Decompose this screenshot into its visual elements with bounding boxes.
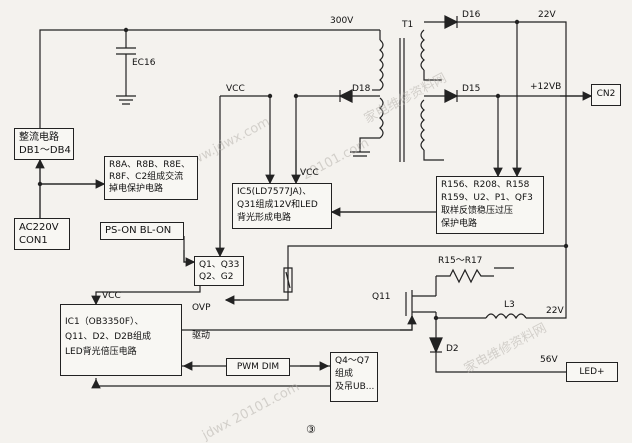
ac-protect-block: R8A、R8B、R8E、 R8F、C2组成交流 掉电保护电路 — [104, 156, 198, 200]
label-t1: T1 — [402, 20, 414, 30]
label-22v-top: 22V — [538, 10, 556, 20]
cn2-connector: CN2 — [591, 84, 621, 106]
feedback-line3: 取样反馈稳压过压 — [441, 206, 514, 216]
ps-on-block: PS-ON BL-ON — [100, 222, 184, 240]
rectifier-line2: DB1～DB4 — [19, 145, 71, 156]
q4-q7-line3: 及吊UB... — [335, 382, 375, 392]
label-r15-r17: R15～R17 — [438, 256, 483, 266]
figure-number: ③ — [306, 423, 316, 436]
label-vcc-c: VCC — [102, 291, 121, 301]
label-ovp: OVP — [192, 303, 211, 313]
ic1-line3: LED背光倍压电路 — [65, 347, 137, 357]
label-q11: Q11 — [372, 292, 391, 302]
label-300v: 300V — [330, 16, 354, 26]
ic5-line2: Q31组成12V和LED — [237, 200, 318, 210]
ps-on-label: PS-ON BL-ON — [105, 225, 172, 236]
ac-protect-line3: 掉电保护电路 — [109, 184, 164, 194]
ic1-block: IC1（OB3350F）、 Q11、D2、D2B组成 LED背光倍压电路 — [60, 304, 182, 376]
feedback-line2: R159、U2、P1、QF3 — [441, 193, 533, 203]
feedback-line4: 保护电路 — [441, 219, 478, 229]
ic1-line1: IC1（OB3350F）、 — [65, 317, 144, 327]
ic5-line3: 背光形成电路 — [237, 213, 292, 223]
label-l3: L3 — [504, 300, 515, 310]
led-plus-label: LED+ — [579, 367, 605, 377]
label-vcc-b: VCC — [300, 168, 319, 178]
ic5-line1: IC5(LD7577JA)、 — [237, 187, 312, 197]
ac-input-line1: AC220V — [19, 222, 59, 233]
label-56v: 56V — [540, 355, 558, 365]
ac-protect-line2: R8F、C2组成交流 — [109, 172, 184, 182]
rectifier-block: 整流电路 DB1～DB4 — [14, 128, 74, 160]
pwm-dim-block: PWM DIM — [226, 358, 290, 376]
label-drive: 驱动 — [192, 331, 211, 341]
q-switch-line2: Q2、G2 — [199, 272, 234, 282]
ac-protect-line1: R8A、R8B、R8E、 — [109, 160, 190, 170]
led-plus-connector: LED+ — [566, 362, 618, 382]
label-d2: D2 — [446, 344, 459, 354]
label-vcc-a: VCC — [226, 84, 245, 94]
pwm-dim-label: PWM DIM — [236, 362, 280, 372]
label-d16: D16 — [462, 10, 481, 20]
ic1-line2: Q11、D2、D2B组成 — [65, 332, 152, 342]
q4-q7-line2: 组成 — [335, 369, 354, 379]
q4-q7-block: Q4～Q7 组成 及吊UB... — [330, 352, 378, 402]
ac-input-line2: CON1 — [19, 235, 48, 246]
rectifier-line1: 整流电路 — [19, 132, 59, 143]
label-ec16: EC16 — [132, 58, 156, 68]
label-d18: D18 — [352, 84, 371, 94]
label-12vb: +12VB — [530, 82, 562, 92]
ac-input-block: AC220V CON1 — [14, 218, 70, 250]
feedback-block: R156、R208、R158 R159、U2、P1、QF3 取样反馈稳压过压 保… — [436, 176, 544, 234]
ic5-block: IC5(LD7577JA)、 Q31组成12V和LED 背光形成电路 — [232, 183, 332, 229]
feedback-line1: R156、R208、R158 — [441, 180, 530, 190]
label-d15: D15 — [462, 84, 481, 94]
q-switch-block: Q1、Q33 Q2、G2 — [194, 256, 244, 286]
label-22v-low: 22V — [546, 306, 564, 316]
q4-q7-line1: Q4～Q7 — [335, 356, 370, 366]
cn2-label: CN2 — [596, 89, 616, 99]
q-switch-line1: Q1、Q33 — [199, 260, 240, 270]
